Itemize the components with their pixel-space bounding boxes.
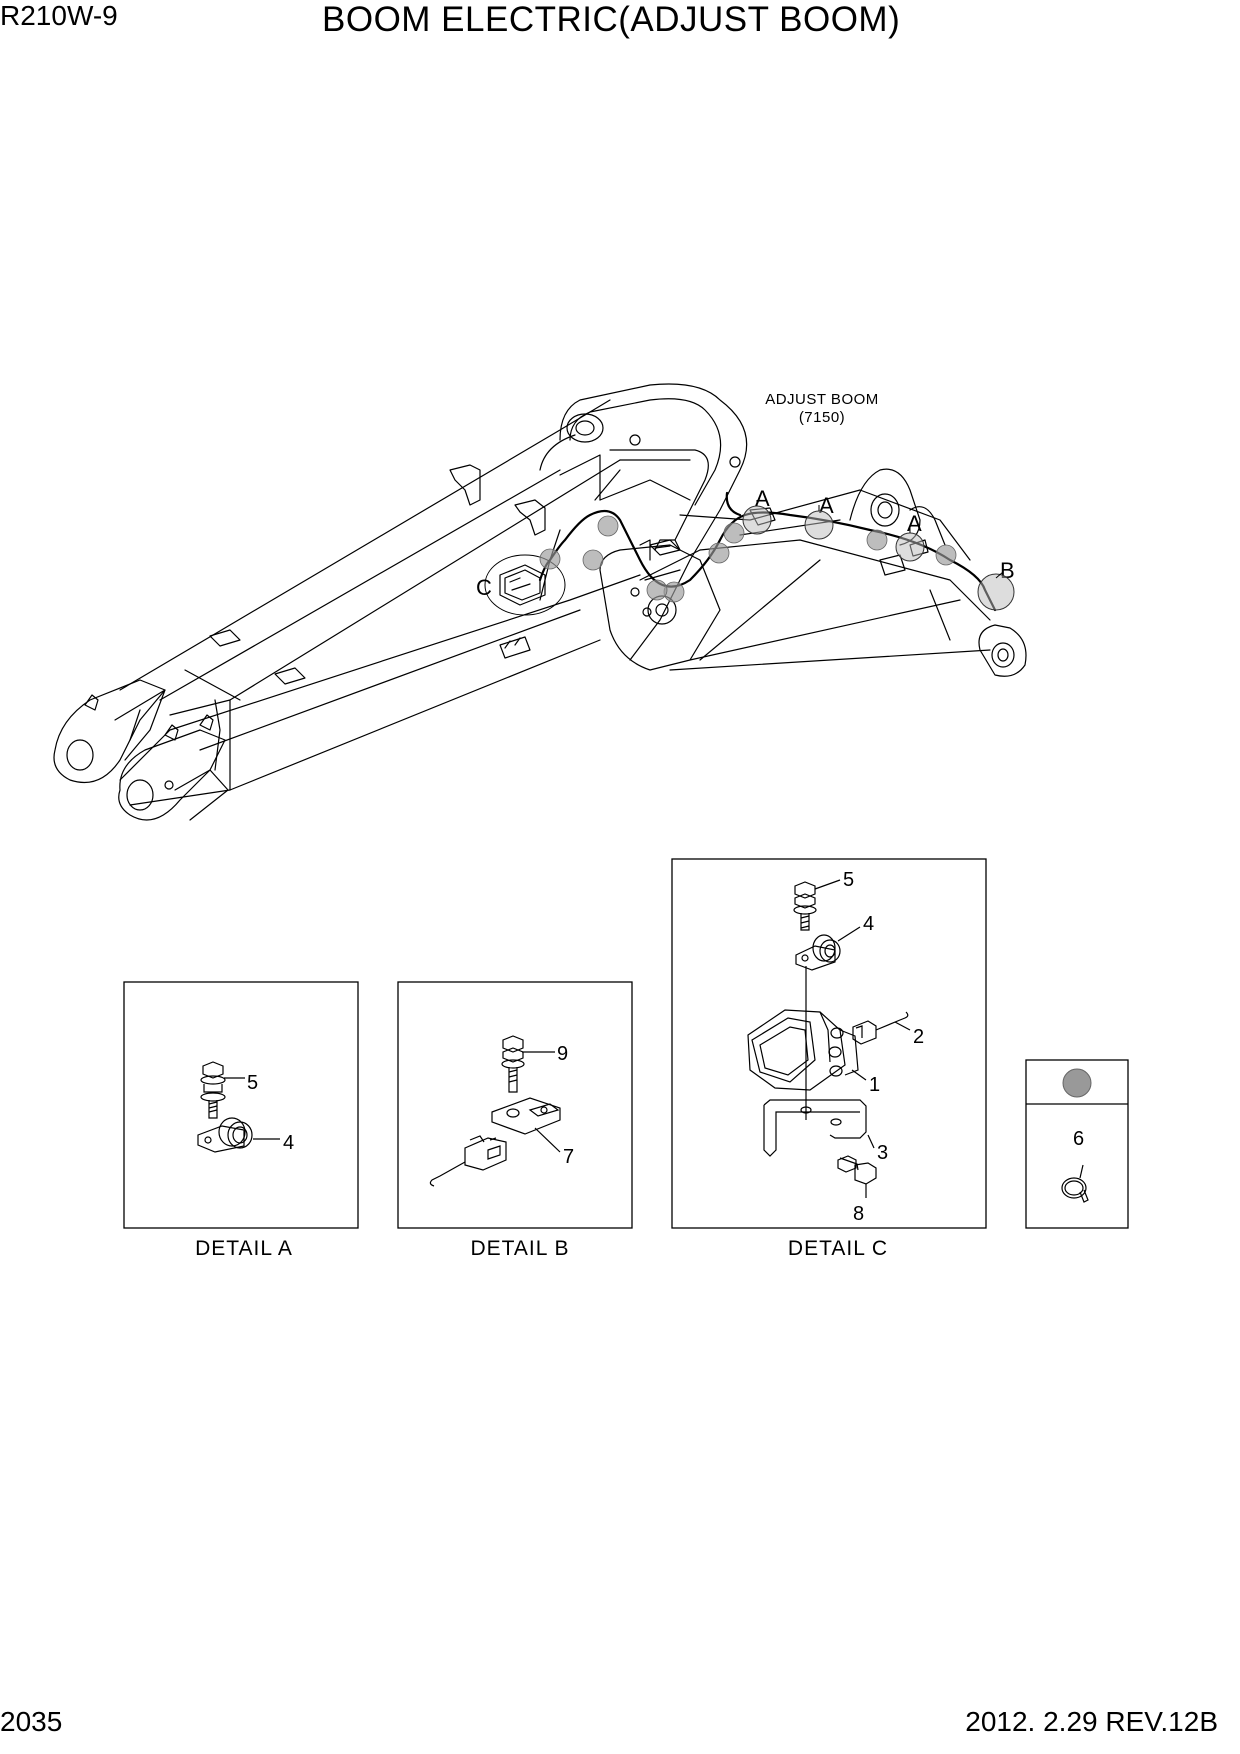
adjust-boom-name: ADJUST BOOM — [765, 391, 879, 408]
detail-b-callout-9: 9 — [557, 1043, 569, 1065]
legend-box — [1025, 1059, 1129, 1229]
model-number: R210W-9 — [0, 0, 118, 31]
clamp-marker — [708, 542, 730, 564]
detail-c-callout-4: 4 — [863, 913, 875, 935]
detail-c-callout-1: 1 — [869, 1074, 881, 1096]
adjust-boom-label: ADJUST BOOM (7150) — [742, 391, 902, 427]
ref-a-1: A — [755, 486, 770, 511]
clamp-markers — [539, 515, 957, 603]
boom-assembly — [53, 383, 1027, 821]
detail-a-marker — [804, 510, 834, 540]
clamp-marker — [646, 579, 668, 601]
detail-b-box — [397, 981, 633, 1229]
detail-b-marker — [977, 573, 1015, 611]
detail-a-box — [123, 981, 359, 1229]
detail-a-marker — [895, 532, 925, 562]
detail-b-caption: DETAIL B — [470, 1237, 570, 1260]
detail-a-caption: DETAIL A — [195, 1237, 293, 1260]
clamp-marker — [723, 522, 745, 544]
detail-c-box — [671, 858, 987, 1229]
adjust-boom-part-number: (7150) — [798, 409, 846, 426]
detail-c-drawing — [747, 879, 911, 1198]
clamp-marker — [597, 515, 619, 537]
detail-a-drawing — [197, 1061, 280, 1153]
connector-c — [484, 554, 566, 616]
detail-c-callout-3: 3 — [877, 1142, 889, 1164]
detail-b-drawing — [429, 1035, 561, 1187]
page-title: BOOM ELECTRIC(ADJUST BOOM) — [322, 0, 901, 39]
detail-c-callout-5: 5 — [843, 869, 855, 891]
clamp-marker — [866, 529, 888, 551]
detail-a-callout-4: 4 — [283, 1132, 295, 1154]
detail-a-callout-5: 5 — [247, 1072, 259, 1094]
detail-b-callout-7: 7 — [563, 1146, 575, 1168]
detail-c-callout-2: 2 — [913, 1026, 925, 1048]
clamp-marker — [582, 549, 604, 571]
clamp-marker — [539, 548, 561, 570]
ref-c: C — [476, 575, 492, 600]
clamp-symbol-icon — [1062, 1068, 1092, 1098]
detail-a-marker — [742, 505, 772, 535]
page-number: 2035 — [0, 1706, 63, 1737]
detail-c-caption: DETAIL C — [787, 1237, 889, 1260]
revision-date: 2012. 2.29 REV.12B — [965, 1706, 1218, 1737]
detail-c-callout-8: 8 — [853, 1203, 865, 1225]
legend-callout-6: 6 — [1073, 1128, 1085, 1150]
legend-drawing — [1061, 1068, 1092, 1203]
clamp-marker — [935, 544, 957, 566]
